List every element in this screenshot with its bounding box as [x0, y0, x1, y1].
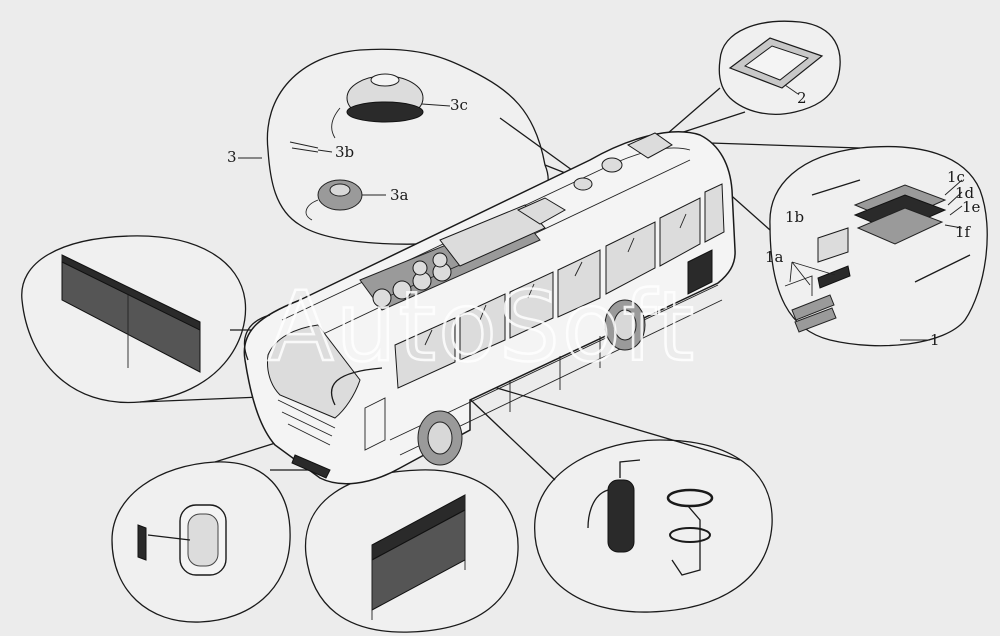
bus-body — [243, 131, 736, 485]
callout-3c: 3c — [450, 96, 468, 114]
callout-1d: 1d — [955, 184, 975, 202]
side-mirror-detail — [137, 504, 227, 576]
fire-extinguisher-detail — [587, 459, 714, 576]
windscreen-blind — [371, 494, 466, 620]
callout-3a: 3a — [390, 186, 409, 204]
hatch-hinge-1a — [791, 294, 835, 321]
callout-1e: 1e — [962, 198, 981, 216]
detail-2-parts — [728, 37, 824, 95]
detail-bubble-extinguisher — [534, 439, 773, 613]
callout-labels: 3 3a 3b 3c 2 1 1a 1b 1c 1d 1e 1f — [227, 89, 981, 349]
roof-hatch-front — [516, 197, 566, 225]
hatch-frame-1b — [817, 227, 849, 263]
callout-1: 1 — [930, 331, 940, 349]
detail-3-parts — [238, 73, 451, 221]
side-curtain — [61, 254, 201, 373]
callout-1c: 1c — [947, 168, 965, 186]
watermark: AutoSoft — [268, 271, 696, 383]
callout-2: 2 — [797, 89, 807, 107]
roof-sensor — [573, 177, 593, 191]
callout-3b: 3b — [335, 143, 354, 161]
fire-extinguisher — [607, 479, 635, 553]
detail-1-parts — [784, 179, 971, 341]
callout-1f: 1f — [955, 223, 972, 241]
callout-1b: 1b — [785, 208, 804, 226]
roof-hatch-rear — [626, 132, 673, 159]
callout-1a: 1a — [765, 248, 784, 266]
callout-3: 3 — [227, 148, 237, 166]
extinguisher-bracket — [666, 488, 714, 508]
